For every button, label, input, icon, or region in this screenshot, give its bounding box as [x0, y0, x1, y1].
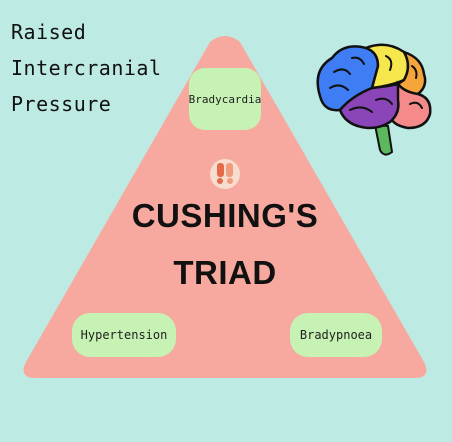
- node-hypertension: Hypertension: [72, 313, 176, 357]
- node-bradypnoea: Bradypnoea: [290, 313, 382, 357]
- node-bradycardia-label: Bradycardia: [188, 92, 262, 106]
- side-label: Raised Intercranial Pressure: [11, 14, 162, 122]
- side-label-line-2: Intercranial: [11, 56, 162, 80]
- side-label-line-3: Pressure: [11, 92, 112, 116]
- node-hypertension-label: Hypertension: [80, 328, 168, 342]
- triad-triangle: [23, 36, 427, 378]
- brain-icon: [316, 43, 432, 156]
- title-line-1: CUSHING'S: [131, 197, 319, 234]
- node-bradycardia: Bradycardia: [189, 68, 261, 130]
- side-label-line-1: Raised: [11, 20, 87, 44]
- logo-icon: [210, 159, 240, 189]
- title-line-2: TRIAD: [173, 254, 277, 291]
- node-bradypnoea-label: Bradypnoea: [299, 328, 373, 342]
